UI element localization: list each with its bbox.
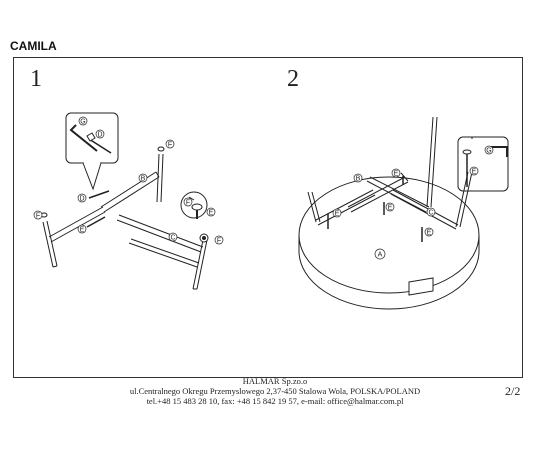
company-footer: HALMAR Sp.zo.o ul.Centralnego Okregu Prz… [0,376,550,406]
step-2-illustration [298,116,509,310]
callout-tools-g-d [65,112,119,191]
svg-text:D: D [79,196,84,203]
svg-text:D: D [97,132,102,139]
label-e-callout-step-2: E [469,166,479,176]
label-e-leg-step-2: E [391,168,401,178]
assembly-drawing: G D F B D F E C [33,112,509,310]
svg-text:E: E [209,210,214,217]
label-e-left-step-2: E [332,208,342,218]
svg-text:A: A [378,252,383,259]
svg-text:B: B [356,176,361,183]
svg-text:C: C [170,235,175,242]
label-e-center-step-2: E [385,202,395,212]
svg-text:E: E [388,205,393,212]
svg-text:E: E [80,227,85,234]
step-1-illustration [40,112,209,290]
step-number-2: 2 [287,66,299,92]
table-legs-step-1 [42,153,208,290]
label-d-callout-step-1: D [95,129,105,139]
label-f-detail-step-1: F [183,197,193,207]
svg-text:F: F [186,200,190,207]
document-title: CAMILA [10,39,57,53]
label-f-cap-step-1: F [214,235,224,245]
illustration-frame [13,57,523,378]
label-c-step-2: C [426,207,436,217]
label-e-step-1: E [77,224,87,234]
label-d-step-1: D [77,193,87,203]
frame-part-b [100,171,160,213]
label-a-step-2: A [374,248,386,260]
svg-text:G: G [80,119,85,126]
svg-text:E: E [427,230,432,237]
label-g-step-1: G [78,116,88,126]
label-e-detail-step-1: E [206,207,216,217]
footer-address: ul.Centralnego Okregu Przemyslowego 2,37… [129,386,421,396]
frame-part-c [116,214,204,268]
svg-text:E: E [394,171,399,178]
label-g-step-2: G [484,145,494,155]
svg-text:C: C [428,210,433,217]
label-b-step-2: B [353,173,363,183]
svg-text:E: E [472,169,477,176]
step-number-1: 1 [30,66,42,92]
svg-text:F: F [168,142,172,149]
page-number: 2/2 [505,384,521,398]
table-top-part-a [298,176,480,310]
svg-text:G: G [486,148,491,155]
svg-text:F: F [217,238,221,245]
label-e-right-step-2: E [424,227,434,237]
footer-company-name: HALMAR Sp.zo.o [242,376,308,386]
footer-contact: tel.+48 15 483 28 10, fax: +48 15 842 19… [146,396,404,406]
label-c-step-1: C [168,232,178,242]
svg-text:B: B [141,176,146,183]
label-f-left-leg-step-1: F [33,210,43,220]
label-f-top-leg-step-1: F [165,139,175,149]
table-legs-step-2 [307,116,473,228]
svg-text:F: F [36,213,40,220]
label-b-step-1: B [138,173,148,183]
svg-text:E: E [335,211,340,218]
